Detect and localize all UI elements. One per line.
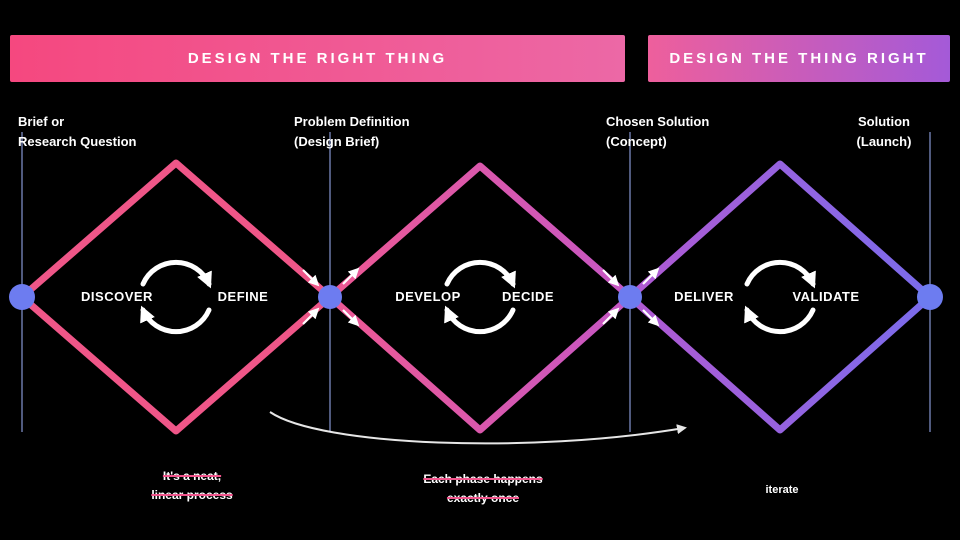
phase-word-decide: DECIDE bbox=[501, 289, 555, 304]
milestone-label-solution: Solution (Launch) bbox=[856, 114, 912, 149]
milestone-node bbox=[9, 284, 35, 310]
converge-diverge-burst bbox=[602, 267, 660, 327]
diamond-discover-define bbox=[18, 159, 334, 435]
header-design-the-thing-right: DESIGN THE THING RIGHT bbox=[648, 35, 950, 82]
converge-diverge-burst bbox=[302, 267, 360, 327]
feedback-arrow bbox=[269, 411, 687, 445]
diamond-develop-decide bbox=[326, 162, 634, 434]
phase-word-define: DEFINE bbox=[217, 289, 269, 304]
header-right-label: DESIGN THE THING RIGHT bbox=[669, 50, 929, 67]
milestone-node bbox=[318, 285, 342, 309]
note-crossed-out-2: Each phase happens exactly once bbox=[423, 472, 543, 505]
note-iterate: iterate bbox=[765, 484, 799, 496]
header-design-the-right-thing: DESIGN THE RIGHT THING bbox=[10, 35, 625, 82]
phase-word-develop: DEVELOP bbox=[395, 289, 461, 304]
phase-word-discover: DISCOVER bbox=[81, 289, 153, 304]
milestone-node bbox=[618, 285, 642, 309]
header-left-label: DESIGN THE RIGHT THING bbox=[187, 50, 448, 67]
note-crossed-out-1: It's a neat, linear process bbox=[151, 469, 233, 502]
milestone-label-problem-definition: Problem Definition (Design Brief) bbox=[294, 114, 410, 149]
phase-word-validate: VALIDATE bbox=[792, 289, 860, 304]
milestone-node bbox=[917, 284, 943, 310]
milestone-label-chosen-solution: Chosen Solution (Concept) bbox=[606, 114, 710, 149]
milestone-label-brief: Brief or Research Question bbox=[18, 114, 137, 149]
phase-word-deliver: DELIVER bbox=[674, 289, 734, 304]
